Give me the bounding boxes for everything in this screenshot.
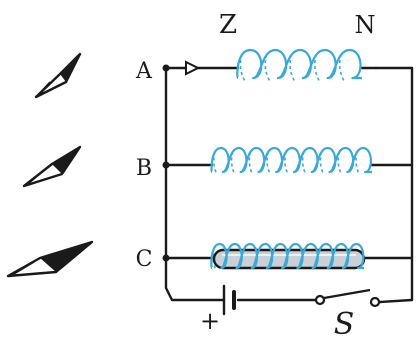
node-label-c: C (136, 247, 153, 272)
solenoid-coils (210, 48, 372, 271)
current-arrow-icon (185, 60, 201, 76)
solenoid-a (236, 48, 362, 82)
solenoid-c-front (210, 242, 365, 270)
solenoid-b-back-turn (301, 151, 307, 175)
circuit-wires (164, 66, 414, 304)
compass-needle-icon (22, 145, 82, 188)
solenoid-a-back-turn (289, 53, 296, 82)
solenoid-b-back-turn (230, 151, 236, 175)
battery-icon (222, 284, 236, 316)
solenoid-a-front (236, 48, 362, 80)
compass-needle-icon (6, 240, 94, 278)
switch-icon (314, 288, 381, 308)
solenoid-b-back-turn (337, 151, 343, 175)
battery-plus-label: + (200, 307, 220, 335)
node-label-a: A (135, 59, 153, 84)
solenoid-a-back-turn (314, 53, 320, 82)
pole-label-left: Z (219, 10, 237, 40)
solenoid-b-back-turn (248, 151, 254, 175)
solenoid-a-back-turn (338, 53, 345, 82)
compass-needle-icon (34, 52, 82, 99)
junction-dots (162, 64, 170, 262)
solenoid-b-back-turn (266, 151, 271, 175)
solenoid-a-back-turn (264, 53, 271, 82)
solenoid-a-back-turn (239, 53, 246, 82)
pole-label-right: N (355, 11, 376, 39)
node-label-b: B (136, 156, 152, 181)
coil-front-c (210, 242, 365, 270)
solenoid-b-front (210, 146, 372, 174)
solenoid-b-back-turn (355, 151, 360, 175)
solenoid-b (210, 146, 372, 175)
solenoid-b-back-turn (284, 151, 289, 175)
switch-label: S (334, 307, 355, 340)
solenoid-b-back-turn (212, 151, 218, 175)
solenoid-b-back-turn (319, 151, 325, 175)
